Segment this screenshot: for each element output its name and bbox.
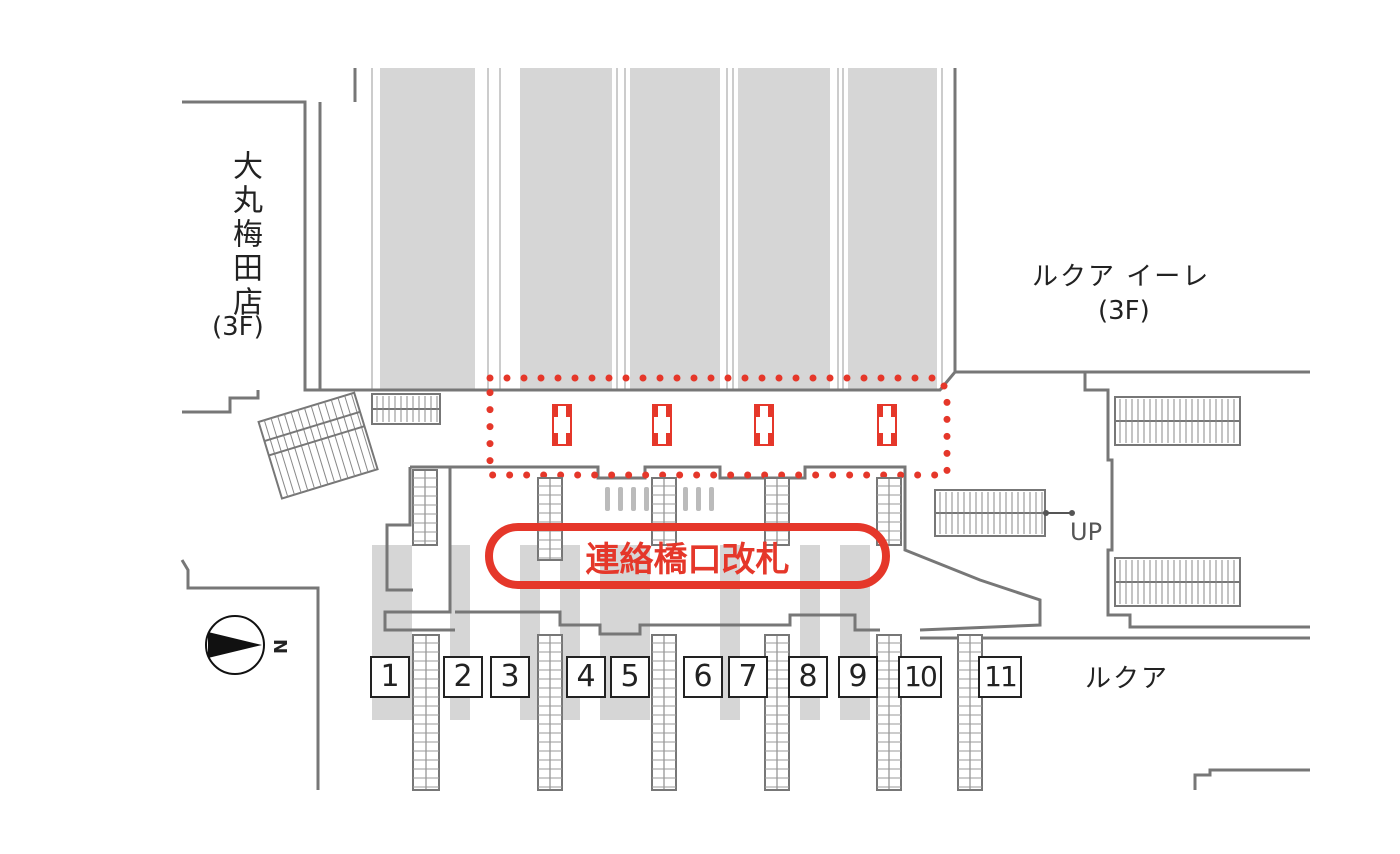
ticket-gate-post bbox=[768, 405, 773, 417]
daimaru-floor: (3F) bbox=[212, 312, 264, 342]
ticket-gate-post bbox=[653, 405, 658, 417]
wall bbox=[383, 467, 455, 632]
platform-number-4: 4 bbox=[566, 656, 606, 698]
ticket-gate-post bbox=[553, 405, 558, 417]
wall bbox=[385, 467, 413, 592]
slanted-stairs bbox=[257, 391, 379, 500]
ticket-gate-post bbox=[666, 405, 671, 417]
upper-track bbox=[380, 68, 475, 390]
ticket-gate-post bbox=[566, 405, 571, 417]
escalator-up-arrow-dot bbox=[1043, 510, 1049, 516]
bench bbox=[644, 487, 649, 511]
platform-number-11: 11 bbox=[978, 656, 1022, 698]
wall bbox=[1193, 768, 1310, 790]
platform-edge-wall bbox=[455, 610, 880, 636]
ticket-gate-post bbox=[891, 405, 896, 417]
ticket-gate-post bbox=[653, 433, 658, 445]
lucua-wall bbox=[1083, 372, 1310, 629]
renrakukyo-gate-label: 連絡橋口改札 bbox=[485, 523, 890, 589]
gate-area-wall bbox=[410, 465, 1042, 632]
ticket-gate-post bbox=[755, 405, 760, 417]
bench bbox=[631, 487, 636, 511]
ticket-gate-post bbox=[878, 405, 883, 417]
platform-number-3: 3 bbox=[490, 656, 530, 698]
upper-track bbox=[848, 68, 937, 390]
platform-number-7: 7 bbox=[728, 656, 768, 698]
bench bbox=[605, 487, 610, 511]
ticket-gate-post bbox=[755, 433, 760, 445]
platform-number-6: 6 bbox=[683, 656, 723, 698]
bench bbox=[696, 487, 701, 511]
ticket-gate-post bbox=[878, 433, 883, 445]
bench bbox=[683, 487, 688, 511]
platform-number-8: 8 bbox=[788, 656, 828, 698]
platform-number-2: 2 bbox=[443, 656, 483, 698]
daimaru-wall bbox=[180, 559, 320, 790]
compass-north-label: N bbox=[269, 638, 291, 655]
compass-north-arrow-icon bbox=[208, 632, 262, 658]
gate-area-highlight bbox=[486, 374, 951, 479]
escalator-up-arrow-dot bbox=[1069, 510, 1075, 516]
platform-number-1: 1 bbox=[370, 656, 410, 698]
lucua-1100-floor: (3F) bbox=[1098, 296, 1150, 326]
platform-number-9: 9 bbox=[838, 656, 878, 698]
upper-track bbox=[738, 68, 830, 390]
bench bbox=[709, 487, 714, 511]
lucua-1100-label: ルクア イーレ bbox=[1032, 262, 1211, 292]
ticket-gate-post bbox=[891, 433, 896, 445]
ticket-gate-post bbox=[768, 433, 773, 445]
escalator-up-label: UP bbox=[1070, 518, 1103, 546]
ticket-gate-post bbox=[566, 433, 571, 445]
lucua-label: ルクア bbox=[1085, 664, 1170, 694]
wall bbox=[182, 390, 260, 414]
ticket-gate-post bbox=[553, 433, 558, 445]
upper-track bbox=[630, 68, 720, 390]
ticket-gate-post bbox=[666, 433, 671, 445]
platform-number-5: 5 bbox=[610, 656, 650, 698]
upper-track bbox=[520, 68, 612, 390]
bench bbox=[618, 487, 623, 511]
daimaru-label: 大丸梅田店 bbox=[227, 150, 262, 320]
platform-number-10: 10 bbox=[898, 656, 942, 698]
